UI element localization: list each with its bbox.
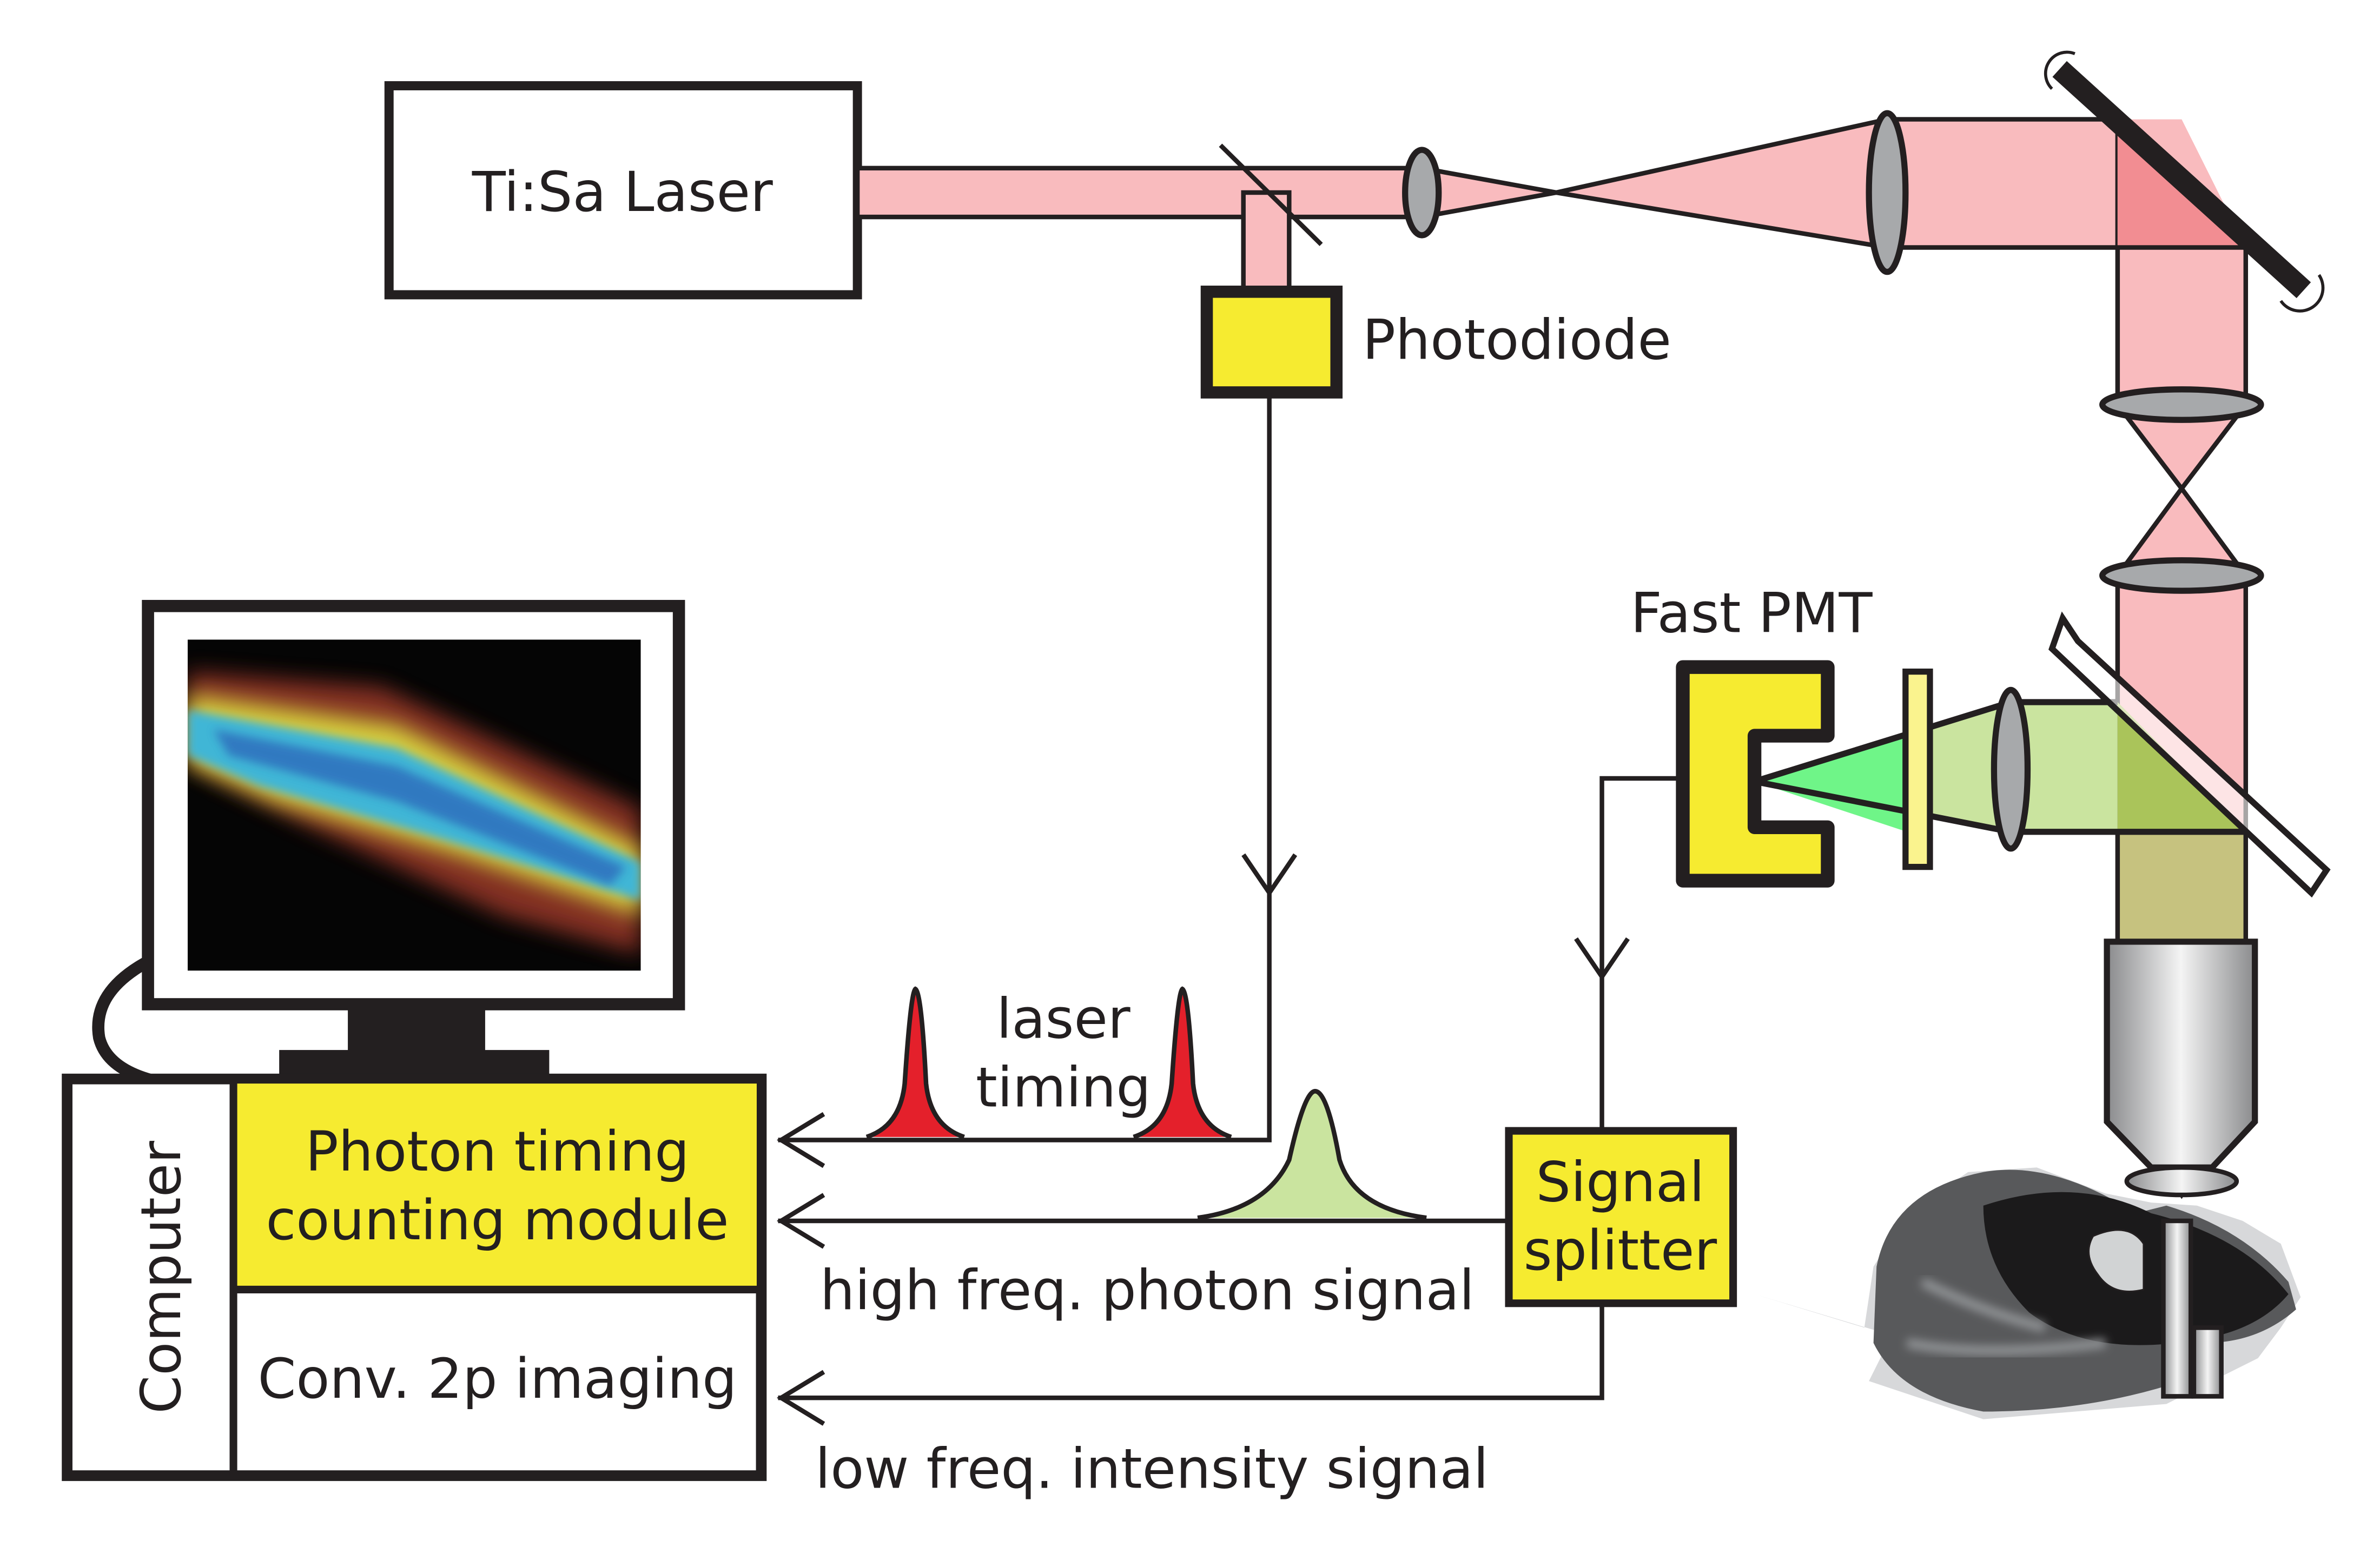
laser-label: Ti:Sa Laser <box>472 160 773 224</box>
lens-3 <box>2099 386 2264 423</box>
computer-label: Computer <box>129 1141 193 1414</box>
lens-1 <box>1402 147 1442 239</box>
collection-lens <box>1991 686 2031 852</box>
module-label-line2: counting module <box>266 1188 729 1252</box>
computer: Computer Photon timing counting module C… <box>62 1073 767 1481</box>
emission-filter <box>1902 668 1933 870</box>
module-label-line1: Photon timing <box>305 1120 689 1184</box>
low-freq-label: low freq. intensity signal <box>815 1437 1489 1501</box>
splitter-label-line2: splitter <box>1524 1219 1717 1283</box>
laser-timing-wire <box>778 392 1272 1142</box>
excitation-beam <box>855 116 2251 830</box>
signal-splitter: Signal splitter <box>1505 1127 1737 1307</box>
dichroic-mirror <box>2048 611 2331 898</box>
mouse-illustration <box>1739 1167 2301 1419</box>
monitor-cable <box>92 956 155 1087</box>
arrow-left-high-freq <box>776 1193 825 1249</box>
flim-image <box>187 639 641 971</box>
lens-4 <box>2099 557 2264 594</box>
scan-mirror <box>2044 50 2325 313</box>
photodiode: Photodiode <box>1200 286 1671 399</box>
arrow-down-pmt <box>1574 937 1630 981</box>
pmt-label: Fast PMT <box>1630 581 1873 645</box>
beam-sampler <box>1219 143 1323 246</box>
laser-timing-label-line1: laser <box>996 987 1130 1051</box>
fast-pmt: Fast PMT <box>1630 581 1873 888</box>
laser-box: Ti:Sa Laser <box>384 81 862 300</box>
high-freq-label: high freq. photon signal <box>820 1259 1475 1323</box>
photon-pulse <box>1197 1089 1427 1220</box>
photon-counting-module <box>233 1083 757 1290</box>
laser-timing-label-line2: timing <box>976 1055 1151 1119</box>
monitor <box>92 600 685 1087</box>
laser-pulses <box>865 986 1232 1139</box>
arrow-left-laser-timing <box>776 1112 825 1168</box>
signal-wires <box>776 392 1683 1426</box>
photodiode-label: Photodiode <box>1363 308 1671 372</box>
arrow-left-low-freq <box>776 1370 825 1426</box>
lens-2 <box>1866 110 1909 275</box>
objective <box>2104 939 2258 1199</box>
low-freq-wire <box>778 1303 1604 1400</box>
laser-pulse-1 <box>865 986 965 1139</box>
splitter-label-line1: Signal <box>1536 1150 1704 1214</box>
arrow-down-photodiode <box>1241 853 1298 897</box>
pmt-wire <box>1599 776 1683 1131</box>
laser-pulse-2 <box>1133 986 1232 1139</box>
imaging-label: Conv. 2p imaging <box>257 1347 737 1411</box>
